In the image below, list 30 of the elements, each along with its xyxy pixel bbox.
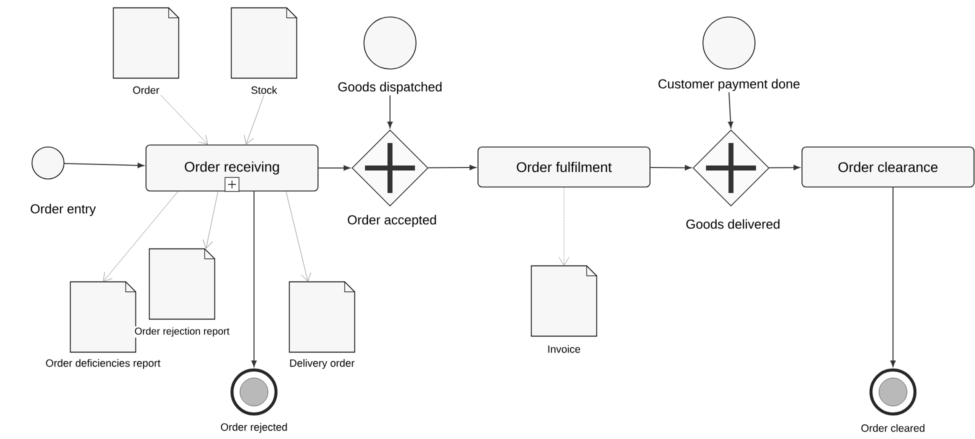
association-arrow — [160, 94, 208, 144]
start-event: Order entry — [29, 146, 97, 218]
end-event: Order rejected — [219, 368, 289, 434]
sequence-arrow — [890, 186, 896, 367]
node-label: Order accepted — [348, 214, 436, 228]
node-label: Goods dispatched — [338, 82, 442, 94]
node-label: Order entry — [30, 204, 96, 216]
sequence-arrow — [728, 92, 734, 128]
node-label: Order cleared — [861, 424, 924, 432]
node-label: Customer payment done — [658, 78, 800, 92]
node-label: Goods delivered — [686, 219, 780, 229]
sequence-arrow — [318, 165, 350, 171]
end-event: Order cleared — [860, 368, 926, 433]
association-arrow — [286, 191, 312, 282]
association-arrow — [103, 191, 178, 282]
sequence-arrow — [387, 94, 393, 128]
start-event: Goods dispatched — [336, 16, 444, 96]
sequence-arrow — [251, 190, 257, 367]
task-box: Order fulfilment — [478, 146, 650, 188]
sequence-arrow — [768, 164, 800, 170]
node-label: Order rejected — [220, 423, 287, 433]
sequence-arrow — [650, 165, 692, 170]
sequence-arrow — [64, 162, 144, 168]
task-box: Order clearance — [802, 146, 974, 188]
association-arrow — [202, 191, 218, 249]
start-event: Customer payment done — [656, 16, 802, 92]
task-box: Order receiving — [146, 144, 318, 192]
association-arrow — [558, 187, 570, 266]
sequence-arrow — [428, 164, 476, 170]
association-arrow — [244, 94, 264, 144]
